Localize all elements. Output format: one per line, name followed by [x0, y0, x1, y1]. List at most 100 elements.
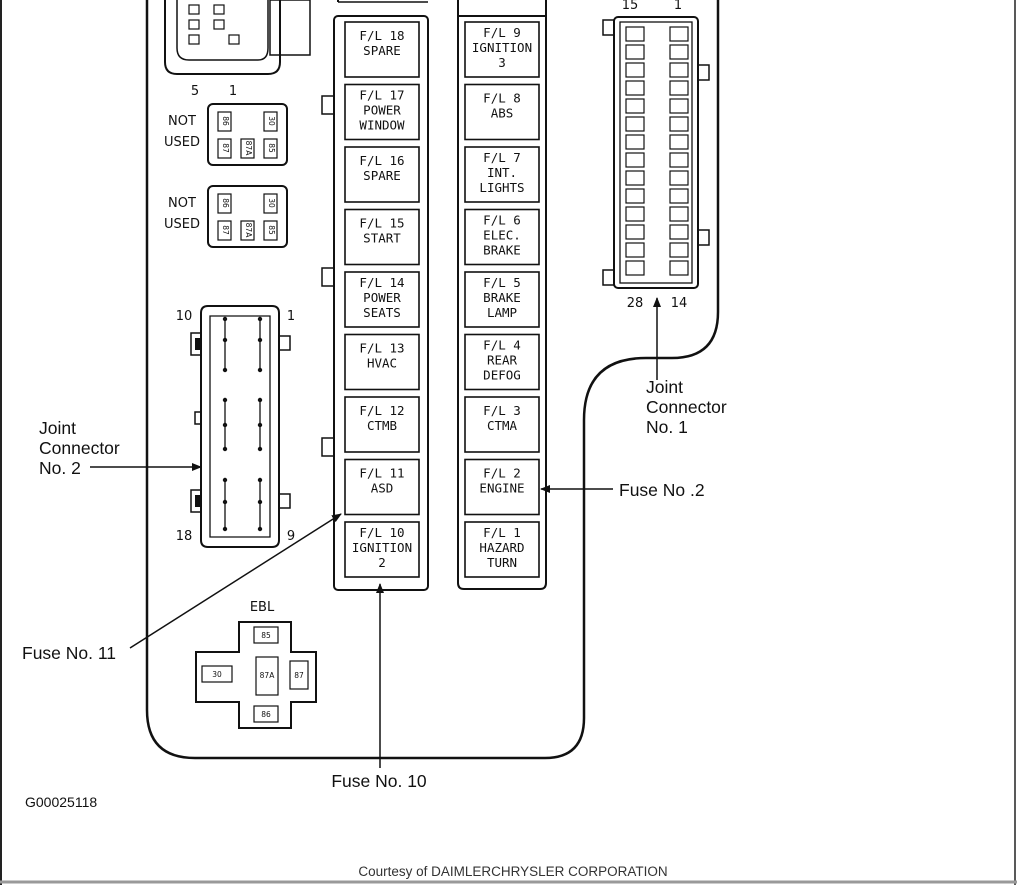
fuse-outline: [344, 146, 420, 203]
jc1-pin-slot: [625, 206, 645, 222]
fuse-circuit-label: BRAKE: [483, 290, 521, 305]
fuse-circuit-label: HAZARD: [479, 540, 524, 555]
fuse-number-label: F/L 3: [483, 403, 521, 418]
fuse-outline: [344, 521, 420, 578]
jc1-pin-slot: [669, 170, 689, 186]
jc2-pin-18: 18: [176, 529, 193, 544]
terminal-87: 87: [221, 225, 230, 235]
fuse-circuit-label: CTMA: [487, 418, 518, 433]
jc1-pin-slot: [625, 80, 645, 96]
jc1-pin-14: 14: [671, 296, 688, 311]
jc1-pin-slot: [669, 134, 689, 150]
jc1-pin-slot: [625, 260, 645, 276]
not-used-label: USED: [164, 135, 200, 150]
fuse-outline: [464, 146, 540, 203]
ebl-terminal-30: 30: [212, 670, 222, 679]
fuse-outline: [344, 271, 420, 328]
fuse-circuit-label: TURN: [487, 555, 517, 570]
jc1-pin-slot: [669, 188, 689, 204]
fuse-circuit-label: 2: [378, 555, 386, 570]
jc1-pin-28: 28: [627, 296, 644, 311]
jc1-pin-slot: [625, 224, 645, 240]
ebl-relay: EBL 85 30 87A 87 86: [195, 600, 317, 729]
jc1-pin-slot: [669, 242, 689, 258]
jc1-pin-slot: [625, 188, 645, 204]
fuse-outline: [344, 396, 420, 453]
fuse-circuit-label: ENGINE: [479, 481, 524, 496]
not-used-label: NOT: [168, 196, 196, 211]
fuse-circuit-label: ELEC.: [483, 228, 521, 243]
not-used-relay-1: NOT USED 86 30 87 87A 85: [164, 103, 288, 166]
fuse-outline: [464, 83, 540, 141]
callout-text: No. 2: [39, 458, 81, 478]
fuse-number-label: F/L 10: [359, 525, 404, 540]
callout-text: Joint: [39, 418, 76, 438]
fuse-circuit-label: START: [363, 231, 401, 246]
callout-text: Connector: [39, 438, 120, 458]
fuse-circuit-label: IGNITION: [472, 40, 532, 55]
terminal-86: 86: [221, 116, 230, 126]
fuse-block-outline: [145, 0, 720, 760]
callout-fuse-11: Fuse No. 11: [22, 513, 342, 663]
fuse-circuit-label: 3: [498, 55, 506, 70]
fuse-number-label: F/L 8: [483, 91, 521, 106]
jc2-pin-9: 9: [287, 529, 295, 544]
ebl-label: EBL: [250, 600, 275, 615]
top-relay-pin-1: 1: [229, 84, 237, 99]
callout-joint-connector-2: Joint Connector No. 2: [39, 418, 202, 478]
callout-text: No. 1: [646, 417, 688, 437]
joint-connector-2: 10 1 18 9: [176, 305, 295, 548]
callout-joint-connector-1: Joint Connector No. 1: [646, 297, 727, 437]
fuse-outline: [344, 83, 420, 141]
terminal-30: 30: [267, 116, 276, 126]
fuse-number-label: F/L 2: [483, 466, 521, 481]
jc1-pin-slot: [669, 98, 689, 114]
fuse-number-label: F/L 1: [483, 525, 521, 540]
fuse-number-label: F/L 14: [359, 275, 404, 290]
fuse-outline: [464, 21, 540, 78]
joint-connector-1: 15 1 28 14: [602, 0, 710, 311]
fuse-outline: [464, 271, 540, 328]
fuse-outline: [464, 521, 540, 578]
fuse-circuit-label: LAMP: [487, 305, 517, 320]
fuse-circuit-label: SPARE: [363, 168, 401, 183]
fuse-number-label: F/L 6: [483, 213, 521, 228]
fuse-outline: [344, 21, 420, 78]
fuse-circuit-label: INT.: [487, 165, 517, 180]
terminal-87a: 87A: [244, 141, 253, 157]
top-relay-pin-5: 5: [191, 84, 199, 99]
jc1-pin-slot: [669, 80, 689, 96]
callout-text: Fuse No .2: [619, 480, 705, 500]
fuse-number-label: F/L 17: [359, 88, 404, 103]
jc1-pin-slot: [625, 44, 645, 60]
fuse-circuit-label: POWER: [363, 103, 401, 118]
callout-fuse-2: Fuse No .2: [540, 480, 705, 500]
ebl-terminal-87a: 87A: [260, 671, 276, 680]
fuse-circuit-label: LIGHTS: [479, 180, 524, 195]
jc1-pin-1: 1: [674, 0, 682, 13]
fuse-circuit-label: SPARE: [363, 43, 401, 58]
terminal-85: 85: [267, 143, 276, 153]
not-used-relay-2: NOT USED 86 30 87 87A 85: [164, 185, 288, 248]
jc1-pin-slot: [625, 62, 645, 78]
fuse-circuit-label: IGNITION: [352, 540, 412, 555]
fuse-circuit-label: SEATS: [363, 305, 401, 320]
fuse-outline: [464, 208, 540, 266]
jc1-pin-slot: [669, 116, 689, 132]
jc1-pin-slot: [669, 152, 689, 168]
ebl-terminal-85: 85: [261, 631, 271, 640]
fuse-circuit-label: ABS: [491, 106, 514, 121]
